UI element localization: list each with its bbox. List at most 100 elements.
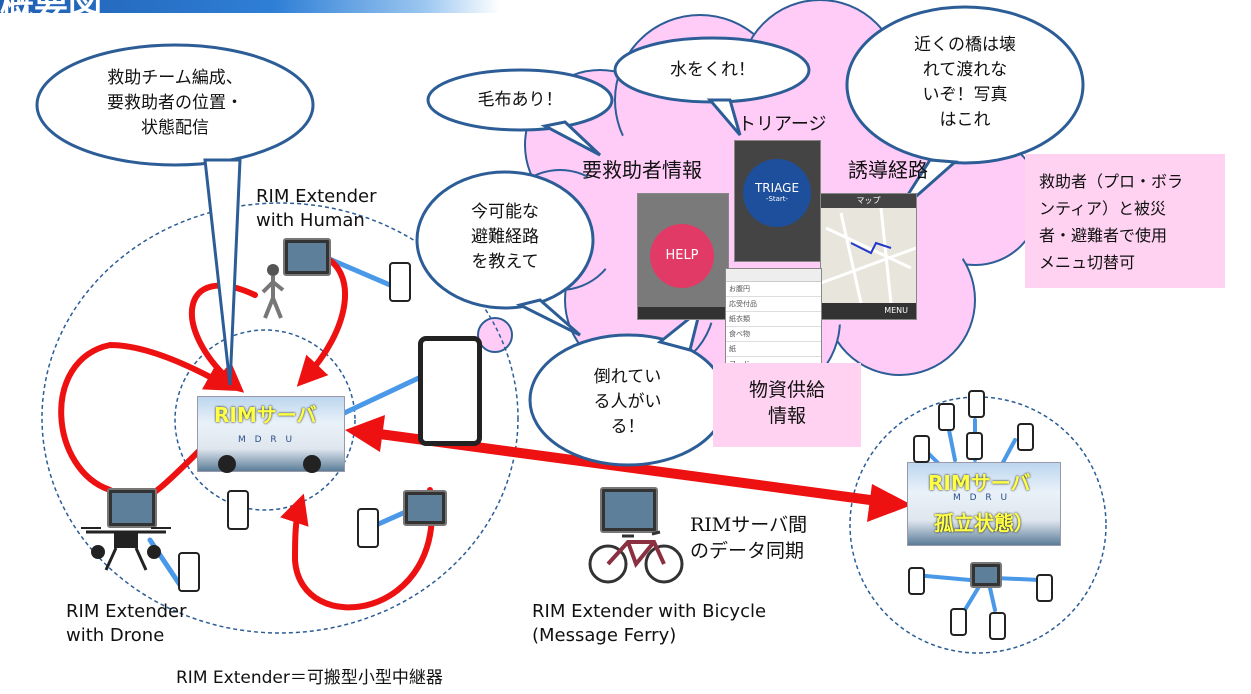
map-header: マップ xyxy=(821,194,916,208)
usage-note-box: 救助者（プロ・ボラ ンティア）と被災 者・避難者で使用 メニュ切替可 xyxy=(1025,154,1225,288)
bubble-line: 近くの橋は壊 xyxy=(914,35,1016,55)
nav-bar xyxy=(638,307,728,319)
label-line: with Drone xyxy=(66,625,165,646)
bubble-line: る！ xyxy=(610,417,645,437)
phone-icon[interactable] xyxy=(913,435,930,463)
laptop-icon[interactable] xyxy=(107,488,157,528)
supplies-info-box: 物資供給 情報 xyxy=(713,363,861,447)
supplies-label-line: 情報 xyxy=(767,405,806,427)
label-line: RIM Extender xyxy=(256,186,377,207)
map-view[interactable] xyxy=(821,208,916,303)
note-line: メニュ切替可 xyxy=(1039,253,1136,272)
laptop-icon[interactable] xyxy=(600,487,658,533)
bubble-rescue-team: 救助チーム編成、 要救助者の位置・ 状態配信 xyxy=(40,66,310,141)
label-rescuee-info: 要救助者情報 xyxy=(582,158,702,182)
phone-icon[interactable] xyxy=(1036,574,1053,602)
bubble-water: 水をくれ！ xyxy=(670,60,755,80)
label-line: のデータ同期 xyxy=(690,540,805,562)
phone-icon[interactable] xyxy=(938,403,955,431)
title-bar xyxy=(0,0,500,13)
list-item[interactable]: 紙 xyxy=(726,342,821,357)
list-item[interactable]: 食べ物 xyxy=(726,327,821,342)
bubble-fallen: 倒れてい る人がい る！ xyxy=(555,365,700,440)
bubble-route-request: 今可能な 避難経路 を教えて xyxy=(430,200,580,275)
note-line: 救助者（プロ・ボラ xyxy=(1039,172,1184,191)
drone-icon xyxy=(81,527,171,571)
bubble-line: 避難経路 xyxy=(471,227,539,247)
phone-icon[interactable] xyxy=(227,490,249,530)
bubble-line: 今可能な xyxy=(471,202,539,222)
menu-button[interactable]: MENU xyxy=(821,303,916,319)
phone-icon[interactable] xyxy=(178,552,200,592)
bubble-line: 要救助者の位置・ xyxy=(107,93,243,113)
supplies-label-line: 物資供給 xyxy=(748,379,825,401)
label-guidance-route: 誘導経路 xyxy=(848,158,928,182)
main-network-circle xyxy=(41,202,519,634)
phone-icon[interactable] xyxy=(908,567,925,595)
label-line: RIM Extender xyxy=(66,601,187,622)
label-extender-bicycle: RIM Extender with Bicycle (Message Ferry… xyxy=(532,600,766,648)
van-marking: M D R U xyxy=(238,435,296,445)
bicycle-icon xyxy=(588,530,684,584)
label-line: RIM Extender with Bicycle xyxy=(532,601,767,622)
list-item[interactable]: 紙衣類 xyxy=(726,312,821,327)
help-app-screen: HELP xyxy=(637,193,729,320)
phone-icon[interactable] xyxy=(989,612,1006,640)
isolated-server-van[interactable]: RIMサーバ 孤立状態） M D R U xyxy=(907,462,1061,546)
note-line: ンティア）と被災 xyxy=(1039,199,1167,218)
label-line: RIMサーバ間 xyxy=(690,514,808,536)
label-data-sync: RIMサーバ間 のデータ同期 xyxy=(690,512,807,564)
main-server-label: RIMサーバ xyxy=(214,403,317,427)
supplies-app-screen: お腹円 応受付品 紙衣類 食べ物 紙 フード xyxy=(725,268,822,372)
isolated-state-label: 孤立状態） xyxy=(934,511,1034,535)
phone-icon[interactable] xyxy=(968,390,985,418)
wheel xyxy=(303,455,321,473)
speech-bubble-shapes xyxy=(35,5,1085,467)
laptop-icon[interactable] xyxy=(283,238,331,276)
map-app-screen: マップ MENU xyxy=(820,193,917,320)
thought-dot-large xyxy=(477,317,513,353)
isolated-server-label: RIMサーバ xyxy=(928,471,1031,495)
bubble-line: る人がい xyxy=(593,392,662,412)
triage-button-label: TRIAGE xyxy=(754,181,800,195)
page-title: 概要図 xyxy=(0,0,102,26)
wheel xyxy=(218,455,236,473)
label-extender-human: RIM Extender with Human xyxy=(256,185,377,233)
note-line: 者・避難者で使用 xyxy=(1039,226,1168,245)
bubble-line: いぞ！写真 xyxy=(922,85,1008,105)
bubble-blanket: 毛布あり！ xyxy=(477,90,563,110)
triage-app-screen: TRIAGE -Start- xyxy=(734,140,821,262)
laptop-icon[interactable] xyxy=(403,490,447,526)
walking-person-icon xyxy=(261,264,285,319)
bubble-bridge: 近くの橋は壊 れて渡れな いぞ！写真 はこれ xyxy=(880,33,1050,133)
bubble-line: を教えて xyxy=(471,252,539,272)
list-item[interactable]: 応受付品 xyxy=(726,297,821,312)
supplies-header xyxy=(726,269,821,282)
label-line: (Message Ferry) xyxy=(532,625,677,646)
label-line: with Human xyxy=(256,210,365,231)
server-inner-circle xyxy=(174,329,356,511)
list-item[interactable]: お腹円 xyxy=(726,282,821,297)
phone-icon[interactable] xyxy=(357,508,379,548)
laptop-icon[interactable] xyxy=(970,562,1002,588)
help-button[interactable]: HELP xyxy=(650,224,714,288)
triage-button[interactable]: TRIAGE -Start- xyxy=(743,159,811,227)
van-marking: M D R U xyxy=(953,493,1011,503)
bubble-line: 倒れてい xyxy=(593,367,662,387)
help-button-label: HELP xyxy=(665,248,699,263)
phone-icon[interactable] xyxy=(966,432,983,460)
smartphone-icon[interactable] xyxy=(418,336,482,446)
triage-sub-label: -Start- xyxy=(765,195,789,203)
footer-note: RIM Extender＝可搬型小型中継器 xyxy=(176,668,443,688)
bubble-line: はこれ xyxy=(939,110,991,130)
label-extender-drone: RIM Extender with Drone xyxy=(66,600,187,648)
phone-icon[interactable] xyxy=(389,262,411,302)
phone-icon[interactable] xyxy=(1017,423,1034,451)
bubble-line: 状態配信 xyxy=(141,118,209,138)
relay-arrows xyxy=(58,252,435,611)
main-server-van[interactable]: RIMサーバ M D R U xyxy=(197,396,345,473)
bubble-line: 救助チーム編成、 xyxy=(107,68,243,88)
label-triage: トリアージ xyxy=(738,114,827,135)
bubble-line: れて渡れな xyxy=(922,60,1008,80)
phone-icon[interactable] xyxy=(950,608,967,636)
